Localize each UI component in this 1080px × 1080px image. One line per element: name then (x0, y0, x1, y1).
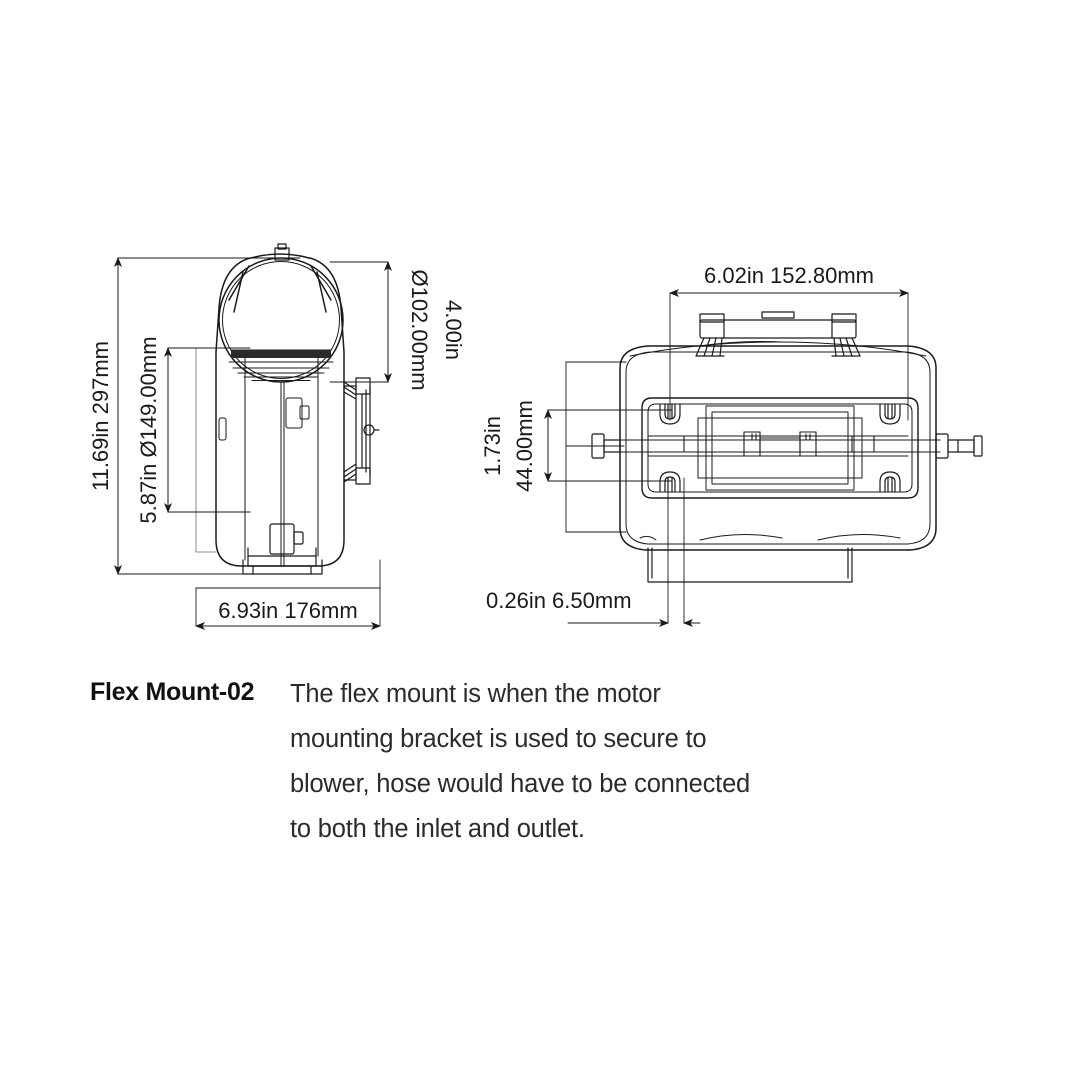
dimension-housing-diameter (164, 347, 251, 513)
body-seam-lines (244, 355, 319, 567)
top-mount-handle (695, 311, 861, 357)
side-elevation-view: 11.69in 297mm 5.87in Ø149.00mm Ø102.00mm… (88, 243, 466, 630)
technical-drawing-area: 11.69in 297mm 5.87in Ø149.00mm Ø102.00mm… (88, 243, 983, 630)
dimension-inlet-diameter (329, 261, 392, 383)
bottom-outlet-duct (647, 547, 853, 583)
dimension-label-slot-spacing-metric: 44.00mm (512, 400, 537, 492)
dimension-label-overall-height: 11.69in 297mm (88, 341, 113, 491)
shaft-studs (591, 433, 983, 459)
dimension-label-slot-width: 0.26in 6.50mm (486, 588, 632, 613)
flex-mount-foot (242, 523, 323, 575)
dimension-label-overall-width: 6.93in 176mm (218, 598, 357, 623)
caption-line-2: mounting bracket is used to secure to (290, 725, 707, 753)
top-boss (274, 243, 290, 261)
front-body-outline (619, 345, 937, 551)
front-elevation-view: 6.02in 152.80mm 1.73in 44.00mm (480, 263, 983, 627)
dimension-label-inlet-metric: Ø102.00mm (407, 269, 432, 390)
front-bottom-seam (639, 533, 901, 541)
caption-line-3: blower, hose would have to be connected (290, 770, 751, 798)
dimension-slot-spacing (544, 361, 673, 533)
front-top-seam (629, 341, 927, 357)
inlet-louvers (228, 349, 334, 381)
dimension-label-inlet-imperial: 4.00in (441, 300, 466, 360)
dimension-label-slot-spacing-imperial: 1.73in (480, 416, 505, 476)
mount-bracket-plate (641, 397, 919, 499)
keyhole-slots (659, 403, 901, 493)
housing-side-tabs (218, 397, 310, 441)
dimension-label-bracket-width: 6.02in 152.80mm (704, 263, 874, 288)
blower-body-outline (215, 253, 345, 567)
dimension-overall-height (114, 257, 301, 575)
dimension-slot-width (567, 477, 701, 627)
dimension-bracket-width (669, 289, 909, 421)
shaft-assembly (615, 431, 941, 457)
dimension-label-housing-diameter: 5.87in Ø149.00mm (136, 336, 161, 523)
motor-mount-bracket (343, 377, 380, 485)
bracket-inner-frame (697, 405, 863, 491)
caption-line-1: The flex mount is when the motor (290, 680, 661, 708)
construction-lines (195, 347, 217, 553)
dimension-overall-width (195, 559, 381, 630)
caption-body: The flex mount is when the motor mountin… (290, 660, 850, 852)
caption-line-4: to both the inlet and outlet. (290, 815, 585, 843)
caption-title: Flex Mount-02 (90, 678, 255, 706)
inlet-ring (218, 257, 344, 383)
caption-block: Flex Mount-02 The flex mount is when the… (0, 660, 1080, 900)
